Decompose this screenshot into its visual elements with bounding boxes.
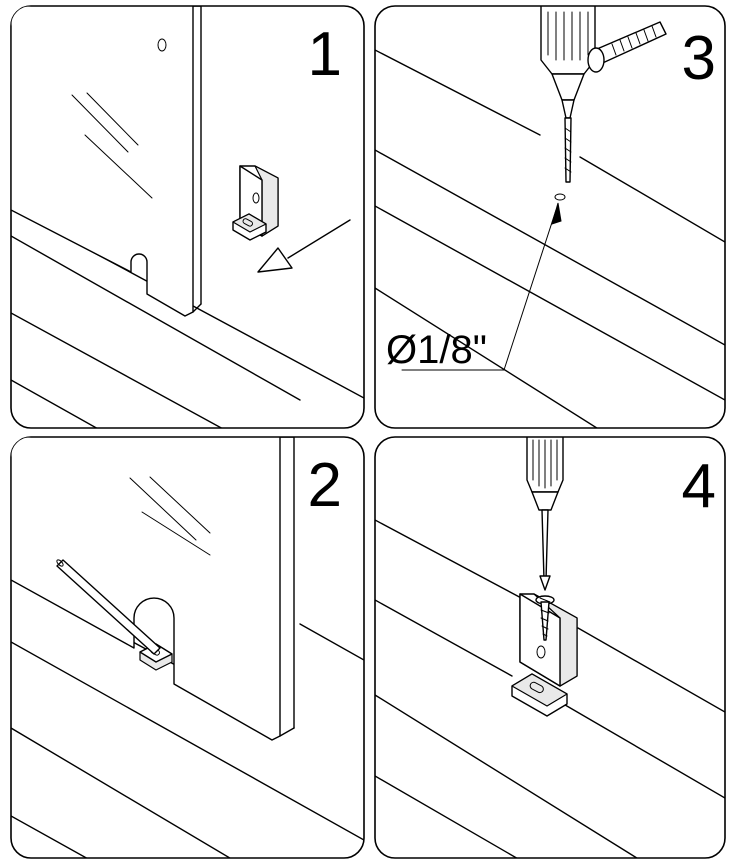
wall-bracket (232, 165, 279, 241)
mounted-bracket (511, 593, 578, 717)
drill-diameter-label: Ø1/8" (386, 328, 487, 372)
step-3-panel: 3 Ø1/8" (374, 5, 726, 429)
step-number: 1 (308, 20, 342, 89)
direction-arrow (257, 219, 351, 273)
pencil (56, 559, 161, 655)
floor-lines (375, 49, 725, 428)
floor-lines (375, 519, 725, 858)
step-4-panel: 4 (374, 436, 726, 859)
floor-bracket (139, 643, 173, 671)
step-number: 3 (682, 24, 716, 93)
glass-panel (11, 6, 202, 317)
glass-panel (11, 437, 295, 741)
glass-hole (157, 38, 167, 52)
step-2-panel: 2 (10, 436, 365, 859)
step-number: 4 (682, 452, 716, 521)
step-number: 2 (308, 451, 342, 520)
drill-hole (554, 193, 566, 201)
dimension-leader (401, 202, 562, 371)
drill (540, 6, 667, 183)
screwdriver (526, 437, 564, 591)
step-1-panel: 1 (10, 5, 365, 429)
